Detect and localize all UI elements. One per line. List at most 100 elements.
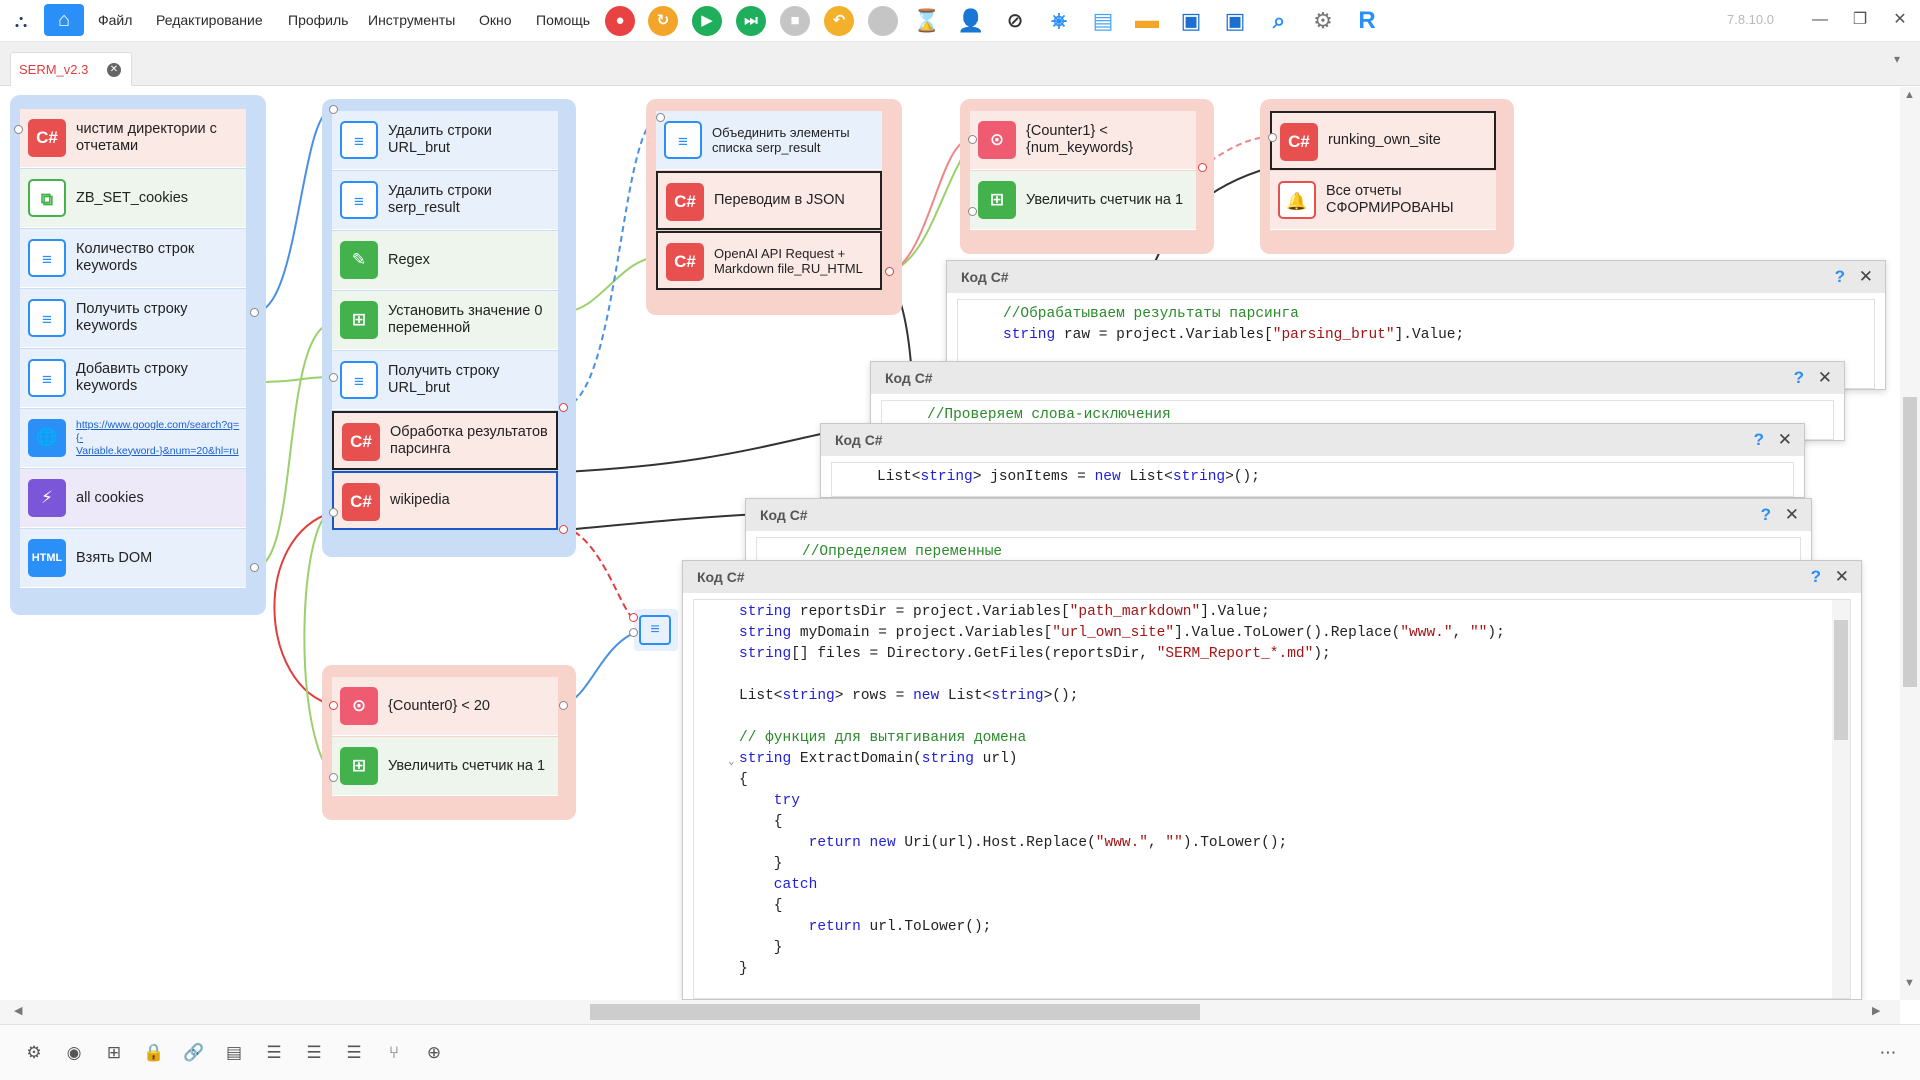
block-group-3[interactable]: ≡ Объединить элементы списка serp_result… (646, 99, 902, 315)
block-process-results[interactable]: C# Обработка результатов парсинга (332, 411, 558, 470)
code-editor[interactable]: List<string> jsonItems = new List<string… (831, 462, 1794, 497)
block-group-2[interactable]: ≡ Удалить строки URL_brut ≡ Удалить стро… (322, 99, 576, 557)
block-all-reports-done[interactable]: 🔔 Все отчеты СФОРМИРОВАНЫ (1270, 171, 1496, 230)
link-icon[interactable]: 🔗 (183, 1043, 205, 1062)
block-get-url-brut[interactable]: ≡ Получить строку URL_brut (332, 351, 558, 410)
scroll-down-icon[interactable]: ▼ (1904, 977, 1915, 989)
list-icon[interactable]: ☰ (346, 1043, 362, 1062)
menu-profile[interactable]: Профиль (288, 12, 349, 28)
help-icon[interactable]: ? (1834, 267, 1845, 286)
scroll-right-icon[interactable]: ▶ (1872, 1005, 1881, 1017)
vertical-scrollbar[interactable]: ▲ ▼ (1900, 87, 1920, 1000)
close-icon[interactable]: ✕ (1858, 267, 1873, 286)
help-icon[interactable]: ? (1793, 368, 1804, 387)
menu-edit[interactable]: Редактирование (156, 12, 263, 28)
app-logo-icon[interactable]: ⛬ (14, 11, 28, 31)
port[interactable] (885, 267, 894, 276)
block-openai-request[interactable]: C# OpenAI API Request + Markdown file_RU… (656, 231, 882, 290)
port[interactable] (968, 207, 977, 216)
port[interactable] (1268, 133, 1277, 142)
r-icon[interactable]: R (1358, 7, 1376, 34)
port[interactable] (329, 105, 338, 114)
file-icon[interactable]: ▤ (1092, 8, 1114, 33)
port[interactable] (329, 773, 338, 782)
close-icon[interactable]: ✕ (1817, 368, 1832, 387)
block-ranking-own-site[interactable]: C# runking_own_site (1270, 111, 1496, 170)
lock-icon[interactable]: 🔒 (143, 1043, 165, 1062)
code-window-3[interactable]: Код C# ? ✕ List<string> jsonItems = new … (820, 423, 1805, 498)
help-icon[interactable]: ? (1760, 505, 1771, 524)
port[interactable] (329, 373, 338, 382)
port[interactable] (329, 701, 338, 710)
user-icon[interactable]: 👤 (957, 8, 985, 33)
tab-serm[interactable]: SERM_v2.3 ✕ (10, 52, 132, 86)
menu-file[interactable]: Файл (98, 12, 133, 28)
code-window-header[interactable]: Код C# ? ✕ (821, 424, 1804, 456)
code-editor[interactable]: string reportsDir = project.Variables["p… (693, 599, 1851, 999)
close-icon[interactable]: ✕ (1834, 567, 1849, 586)
block-add-keyword[interactable]: ≡ Добавить строку keywords (20, 349, 246, 408)
stop-icon[interactable]: ● (605, 6, 635, 36)
home-button[interactable]: ⌂ (44, 4, 84, 36)
grid-icon[interactable]: ⊞ (106, 1043, 122, 1062)
block-delete-url-brut[interactable]: ≡ Удалить строки URL_brut (332, 111, 558, 170)
block-google-url[interactable]: 🌐 https://www.google.com/search?q={-Vari… (20, 409, 246, 468)
port[interactable] (629, 628, 638, 637)
code-window-header[interactable]: Код C# ? ✕ (947, 261, 1885, 293)
block-join-serp[interactable]: ≡ Объединить элементы списка serp_result (656, 111, 882, 170)
block-group-6[interactable]: ⊙ {Counter0} < 20 ⊞ Увеличить счетчик на… (322, 665, 576, 820)
eye-off-icon[interactable]: ⊘ (1006, 10, 1024, 32)
block-regex[interactable]: ✎ Regex (332, 231, 558, 290)
menu-window[interactable]: Окно (479, 12, 512, 28)
port[interactable] (329, 508, 338, 517)
port[interactable] (250, 308, 259, 317)
block-link[interactable]: https://www.google.com/search?q={-Variab… (76, 418, 240, 457)
block-set-zero[interactable]: ⊞ Установить значение 0 переменной (332, 291, 558, 350)
settings-icon[interactable]: ⚙ (26, 1043, 42, 1062)
block-count-keywords[interactable]: ≡ Количество строк keywords (20, 229, 246, 288)
database-icon[interactable]: ▤ (225, 1043, 243, 1062)
close-window-button[interactable]: ✕ (1893, 11, 1907, 28)
code-window-header[interactable]: Код C# ? ✕ (683, 561, 1861, 593)
horizontal-scrollbar[interactable]: ◀ ▶ (0, 1000, 1900, 1024)
search-icon[interactable]: ⌕ (1272, 8, 1286, 33)
save-icon[interactable]: ▣ (1180, 8, 1202, 33)
restore-button[interactable]: ❐ (1852, 11, 1868, 28)
port[interactable] (656, 113, 665, 122)
add-icon[interactable]: ⊕ (426, 1043, 442, 1062)
tree-icon[interactable]: ⑂ (388, 1043, 400, 1062)
code-window-header[interactable]: Код C# ? ✕ (871, 362, 1844, 394)
user-circle-icon[interactable]: ◉ (66, 1043, 82, 1062)
save-as-icon[interactable]: ▣ (1224, 8, 1246, 33)
block-all-cookies[interactable]: ⚡ all cookies (20, 469, 246, 528)
fold-icon[interactable]: ⌄ (728, 756, 735, 768)
block-group-5[interactable]: C# runking_own_site 🔔 Все отчеты СФОРМИР… (1260, 99, 1514, 254)
block-get-dom[interactable]: HTML Взять DOM (20, 529, 246, 588)
port[interactable] (559, 403, 568, 412)
chevron-down-icon[interactable]: ▾ (1893, 52, 1900, 66)
step-icon[interactable]: ⏭ (736, 6, 766, 36)
port[interactable] (968, 135, 977, 144)
workflow-canvas[interactable]: C# чистим директории с отчетами ⧉ ZB_SET… (0, 87, 1900, 1000)
close-icon[interactable]: ✕ (1777, 430, 1792, 449)
tab-close-icon[interactable]: ✕ (107, 63, 121, 77)
menu-tools[interactable]: Инструменты (368, 12, 456, 28)
block-group-4[interactable]: ⊙ {Counter1} < {num_keywords} ⊞ Увеличит… (960, 99, 1214, 254)
block-increment-counter0[interactable]: ⊞ Увеличить счетчик на 1 (332, 737, 558, 796)
block-zb-set-cookies[interactable]: ⧉ ZB_SET_cookies (20, 169, 246, 228)
network-icon[interactable]: ⎈ (1051, 10, 1067, 32)
code-window-5[interactable]: Код C# ? ✕ string reportsDir = project.V… (682, 560, 1862, 1000)
block-get-keyword[interactable]: ≡ Получить строку keywords (20, 289, 246, 348)
block-counter0-check[interactable]: ⊙ {Counter0} < 20 (332, 677, 558, 736)
folder-icon[interactable]: ▬ (1135, 7, 1159, 34)
hourglass-icon[interactable]: ⌛ (913, 8, 941, 33)
record-icon[interactable] (868, 6, 898, 36)
block-wikipedia[interactable]: C# wikipedia (332, 471, 558, 530)
horizontal-scrollbar-thumb[interactable] (590, 1004, 1200, 1020)
block-list-detached[interactable]: ≡ (634, 609, 678, 651)
block-delete-serp-result[interactable]: ≡ Удалить строки serp_result (332, 171, 558, 230)
block-to-json[interactable]: C# Переводим в JSON (656, 171, 882, 230)
gear-icon[interactable]: ⚙ (1313, 8, 1333, 33)
play-icon[interactable]: ▶ (692, 6, 722, 36)
help-icon[interactable]: ? (1810, 567, 1821, 586)
